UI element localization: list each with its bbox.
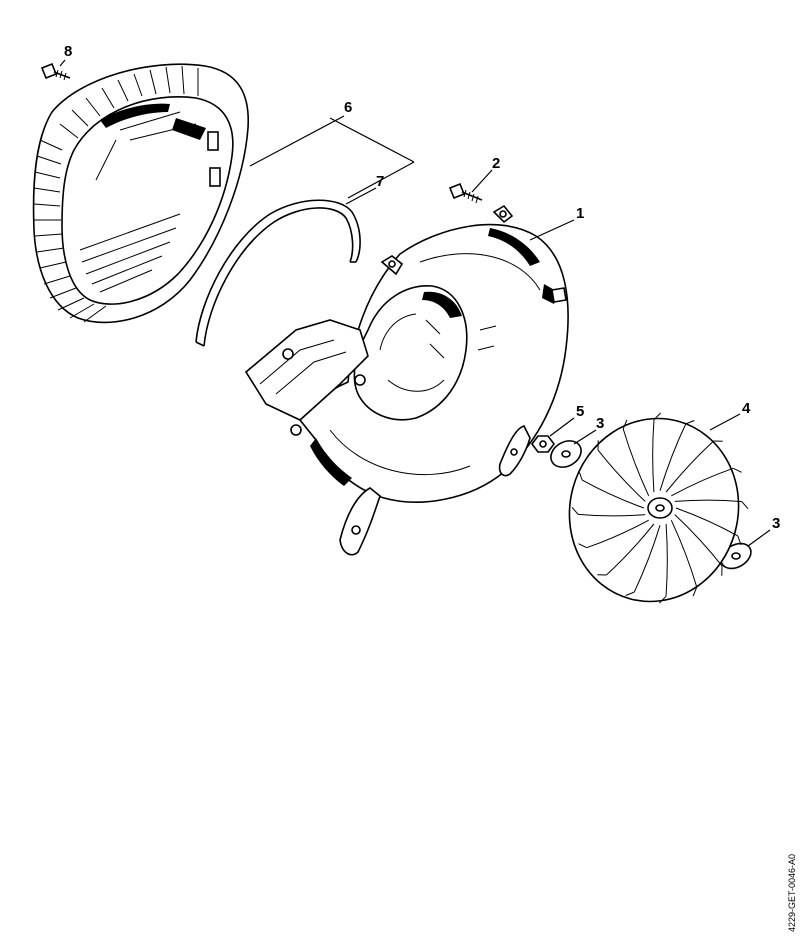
fan-blade xyxy=(633,525,661,593)
fan-blade xyxy=(581,479,645,509)
fan-blade-tip xyxy=(737,535,742,546)
fan-blade-tip xyxy=(622,419,628,430)
fan-blade-tip xyxy=(733,467,742,473)
fan-blade-tip xyxy=(741,501,749,510)
part-nut-5 xyxy=(531,435,555,453)
part-intake-shroud xyxy=(32,63,250,324)
fan-blade xyxy=(665,523,668,597)
part-seal-7 xyxy=(195,199,361,347)
callout-labels: 1 2 3 3 4 5 6 7 8 xyxy=(64,43,780,532)
callout-3b: 3 xyxy=(772,515,780,532)
fan-blade xyxy=(674,499,742,503)
fan-blade xyxy=(675,507,739,537)
fan-blade xyxy=(586,519,649,549)
fan-blade-tip xyxy=(571,506,579,515)
part-screw-2 xyxy=(448,182,483,204)
part-screw-8 xyxy=(40,62,71,81)
fan-blade-tip xyxy=(578,470,583,481)
callout-4: 4 xyxy=(742,400,751,417)
shroud-ribs xyxy=(33,65,199,323)
fan-blade xyxy=(606,523,655,576)
fan-blade xyxy=(652,419,655,493)
fan-blade-tip xyxy=(692,586,698,597)
callout-3a: 3 xyxy=(596,415,604,432)
fan-blade-tip xyxy=(653,412,661,421)
fan-blade xyxy=(578,513,646,517)
callout-1: 1 xyxy=(576,205,584,222)
fan-blade-tip xyxy=(578,543,587,549)
callout-6: 6 xyxy=(344,99,352,116)
fan-blade-tip xyxy=(625,591,635,596)
part-fan-wheel-4 xyxy=(568,412,749,604)
fan-blade xyxy=(665,440,714,493)
callout-8: 8 xyxy=(64,43,72,60)
callout-7: 7 xyxy=(376,173,384,190)
fan-blade xyxy=(659,423,687,491)
fan-blade xyxy=(671,467,734,497)
fan-blade xyxy=(674,514,723,567)
document-reference: 4229-GET-0046-A0 xyxy=(787,854,797,932)
fan-blade-tip xyxy=(659,595,667,604)
fan-blade xyxy=(597,449,646,502)
part-washer-3a xyxy=(550,440,582,468)
callout-5: 5 xyxy=(576,403,584,420)
fan-blade-tip xyxy=(685,420,695,425)
callout-2: 2 xyxy=(492,155,500,172)
leader-lines xyxy=(59,59,771,547)
part-fan-housing xyxy=(244,204,569,556)
fan-blade xyxy=(622,428,650,497)
shroud-inner-vanes xyxy=(79,111,197,293)
fan-blade xyxy=(670,519,698,588)
